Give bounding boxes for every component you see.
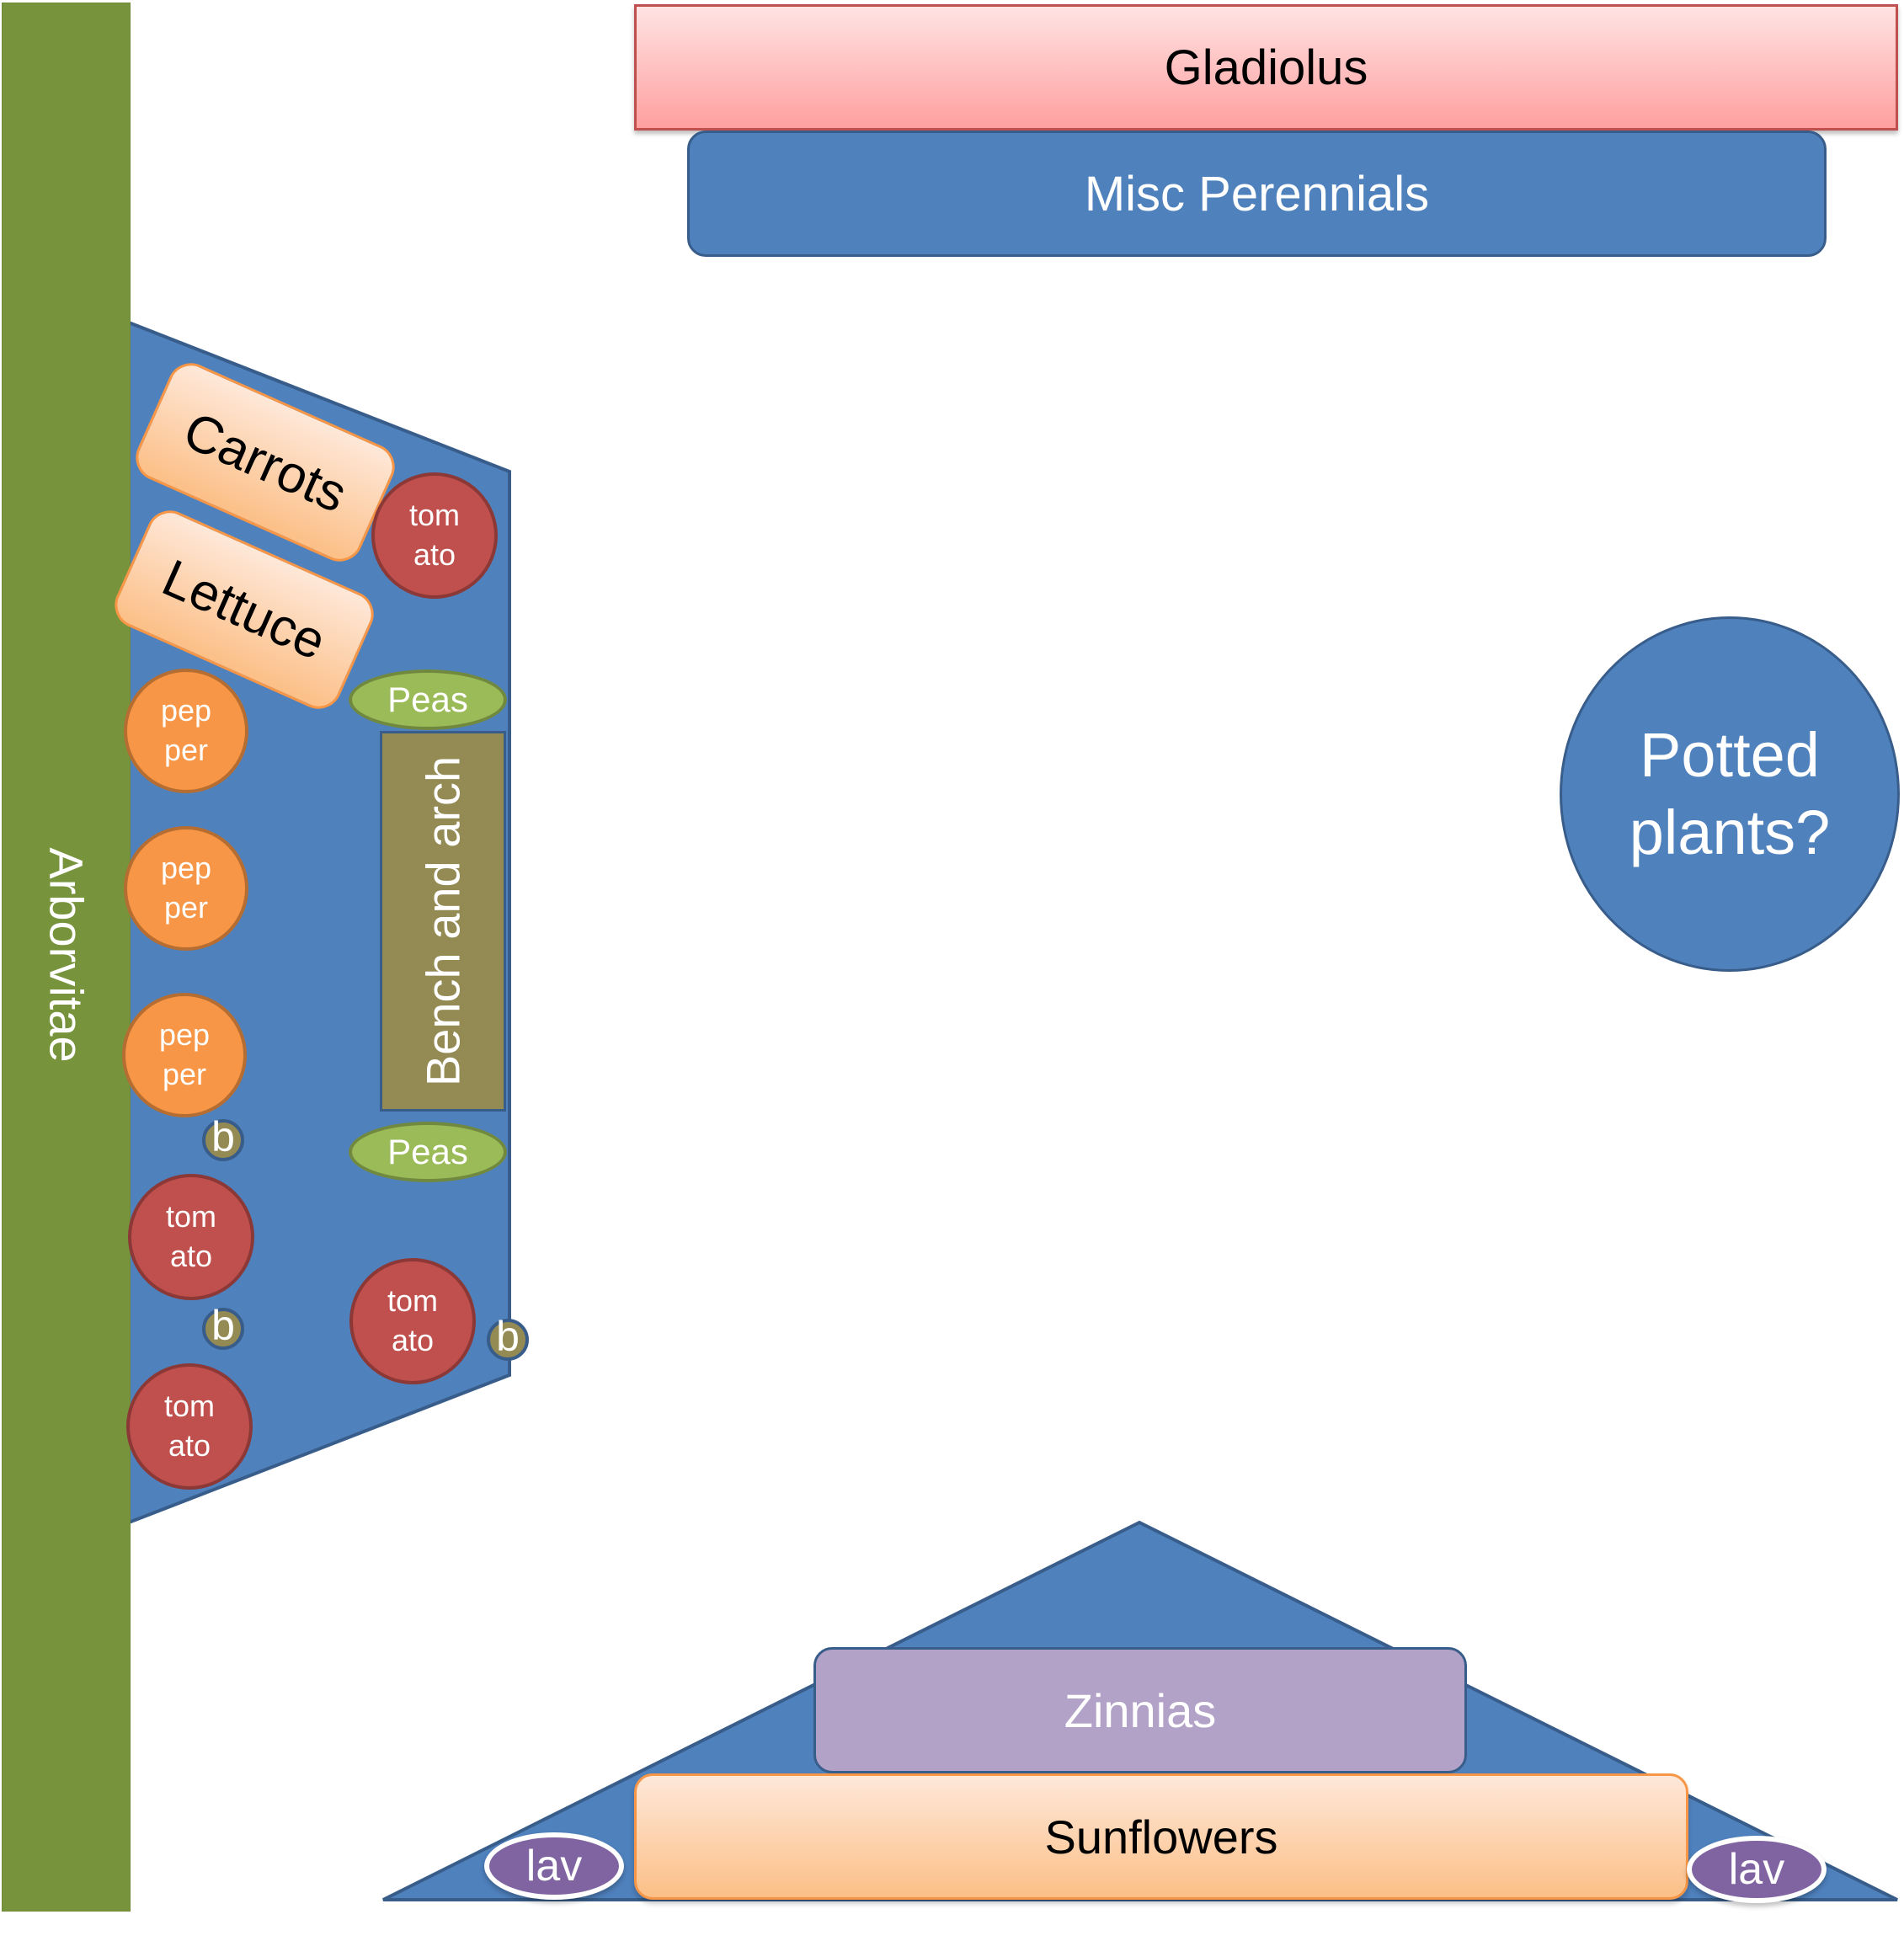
b-marker-label: b	[211, 1302, 235, 1349]
gladiolus-label: Gladiolus	[1164, 40, 1368, 95]
lavender-plant[interactable]: lav	[484, 1832, 624, 1900]
bench-label: Bench and arch	[416, 755, 470, 1087]
bench-and-arch[interactable]: Bench and arch	[380, 731, 506, 1112]
peas-patch[interactable]: Peas	[349, 1122, 507, 1182]
sunflowers-label: Sunflowers	[1044, 1810, 1278, 1864]
b-marker[interactable]: b	[202, 1113, 244, 1161]
b-marker[interactable]: b	[202, 1304, 244, 1350]
lavender-label: lav	[525, 1842, 583, 1890]
pepper-label-line1: pep	[160, 693, 212, 728]
b-marker-label: b	[211, 1113, 235, 1160]
tomato-label-line1: tom	[408, 498, 460, 533]
tomato-label-line2: ato	[168, 1428, 211, 1463]
pepper-label-line2: per	[163, 890, 208, 925]
pepper-label-line1: pep	[158, 1017, 211, 1053]
tomato-plant[interactable]: tom ato	[128, 1174, 254, 1300]
tomato-plant[interactable]: tom ato	[126, 1363, 253, 1490]
pepper-label-line2: per	[162, 1057, 206, 1091]
pepper-plant[interactable]: pep per	[124, 826, 248, 951]
arborvitae-hedge[interactable]: Arborvitae	[2, 3, 131, 1912]
misc-perennials-bed[interactable]: Misc Perennials	[687, 131, 1827, 257]
zinnias-bed[interactable]: Zinnias	[813, 1647, 1467, 1773]
tomato-label-line1: tom	[387, 1283, 438, 1319]
zinnias-label: Zinnias	[1064, 1683, 1217, 1737]
pepper-plant[interactable]: pep per	[124, 669, 248, 793]
peas-label: Peas	[387, 1132, 468, 1171]
tomato-label-line2: ato	[413, 537, 456, 572]
tomato-label-line2: ato	[391, 1323, 435, 1357]
tomato-label-line1: tom	[165, 1199, 216, 1234]
tomato-label-line1: tom	[163, 1389, 215, 1424]
potted-plants-circle[interactable]: Potted plants?	[1560, 616, 1900, 972]
b-marker[interactable]: b	[487, 1315, 529, 1361]
sunflowers-bed[interactable]: Sunflowers	[634, 1773, 1688, 1900]
pepper-plant[interactable]: pep per	[122, 993, 247, 1117]
potted-label-line2: plants?	[1629, 797, 1831, 867]
peas-patch[interactable]: Peas	[349, 669, 507, 730]
tomato-plant[interactable]: tom ato	[349, 1258, 476, 1384]
arborvitae-label: Arborvitae	[40, 847, 93, 1063]
misc-perennials-label: Misc Perennials	[1084, 166, 1430, 221]
lavender-label: lav	[1728, 1845, 1785, 1894]
tomato-label-line2: ato	[169, 1239, 213, 1273]
pepper-label-line1: pep	[160, 851, 212, 886]
lavender-plant[interactable]: lav	[1687, 1836, 1827, 1903]
tomato-plant[interactable]: tom ato	[371, 472, 498, 599]
b-marker-label: b	[496, 1313, 520, 1360]
pepper-label-line2: per	[163, 733, 208, 767]
gladiolus-bed[interactable]: Gladiolus	[634, 4, 1898, 131]
potted-label-line1: Potted	[1640, 719, 1820, 790]
peas-label: Peas	[387, 680, 468, 719]
